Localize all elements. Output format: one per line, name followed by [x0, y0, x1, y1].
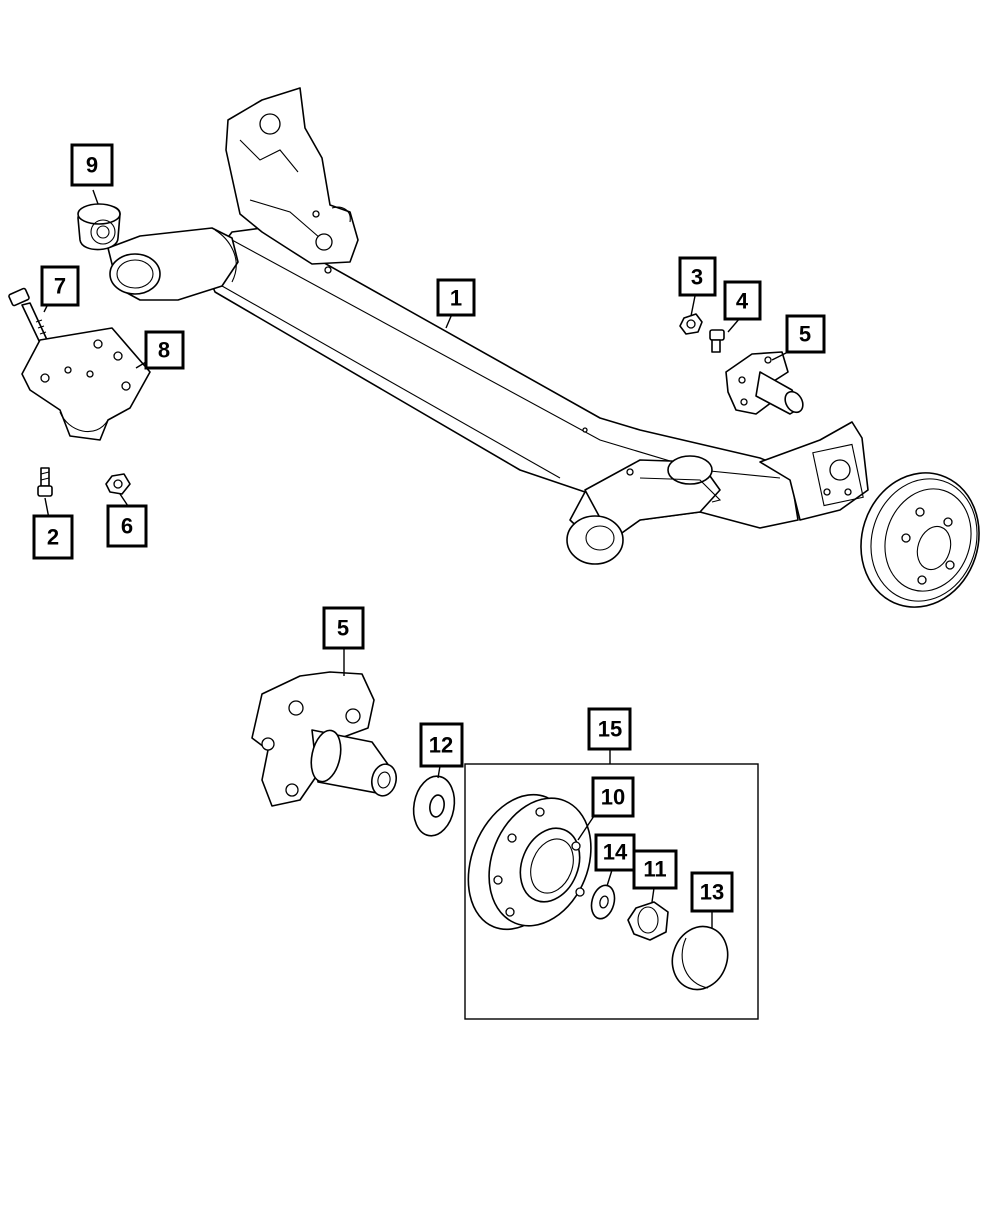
callout-label: 4 — [736, 289, 749, 314]
upper-bolt[interactable] — [709, 329, 725, 353]
callout-8: 8 — [144, 330, 185, 370]
callout-12: 12 — [419, 722, 464, 768]
callout-4: 4 — [723, 280, 762, 321]
brake-drum[interactable] — [844, 457, 996, 622]
callout-14: 14 — [594, 833, 636, 872]
thrust-washer[interactable] — [588, 883, 618, 922]
callout-15: 15 — [587, 707, 632, 751]
callout-5-lower: 5 — [322, 606, 365, 650]
callout-label: 11 — [643, 857, 666, 882]
callout-label: 1 — [450, 286, 462, 311]
bushing[interactable] — [77, 203, 121, 251]
callout-label: 8 — [158, 338, 170, 363]
spindle-knuckle[interactable] — [251, 671, 399, 807]
callout-2: 2 — [32, 514, 74, 560]
upper-nut[interactable] — [679, 313, 703, 335]
callout-label: 9 — [86, 153, 98, 178]
callout-9: 9 — [70, 143, 114, 187]
callout-label: 5 — [337, 616, 349, 641]
spacer-washer[interactable] — [409, 773, 459, 839]
dust-cap[interactable] — [664, 919, 737, 998]
flange-nut[interactable] — [105, 473, 131, 495]
callout-label: 3 — [691, 265, 703, 290]
callout-label: 6 — [121, 514, 133, 539]
callout-label: 14 — [603, 840, 628, 865]
hub-kit-frame — [464, 763, 759, 1020]
callout-label: 2 — [47, 525, 59, 550]
callout-11: 11 — [632, 849, 678, 890]
mounting-bracket[interactable] — [21, 327, 151, 441]
callout-label: 15 — [598, 717, 622, 742]
callout-label: 5 — [799, 322, 811, 347]
flange-bolt[interactable] — [37, 467, 53, 497]
callout-1: 1 — [436, 278, 476, 317]
callout-label: 13 — [700, 880, 724, 905]
hub-nut[interactable] — [627, 901, 669, 941]
callout-13: 13 — [690, 871, 734, 913]
callout-10: 10 — [591, 776, 635, 818]
spindle-upper[interactable] — [725, 351, 806, 416]
callout-7: 7 — [40, 265, 80, 307]
wheel-hub[interactable] — [449, 779, 609, 945]
callout-label: 10 — [601, 785, 625, 810]
callout-label: 12 — [429, 733, 453, 758]
callout-3: 3 — [678, 256, 717, 297]
rear-axle-beam[interactable] — [107, 87, 869, 565]
callout-6: 6 — [106, 504, 148, 548]
callout-5-upper: 5 — [785, 314, 826, 354]
callout-label: 7 — [54, 274, 66, 299]
